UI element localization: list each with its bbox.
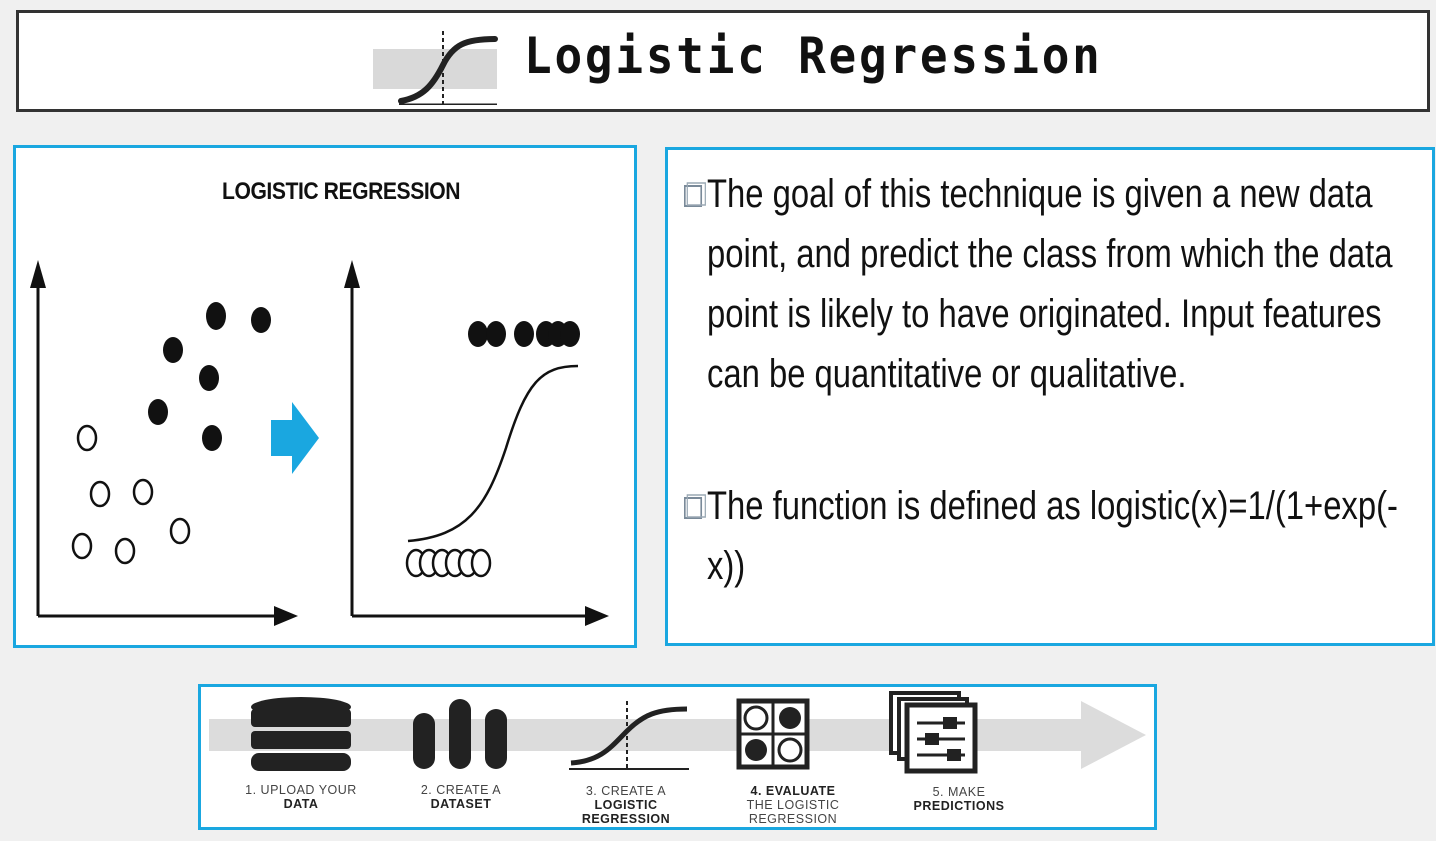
logistic-diagram — [30, 260, 609, 626]
right-y-arrow-icon — [344, 260, 360, 288]
step-2-label: 2. CREATE A DATASET — [420, 783, 502, 811]
left-y-arrow-icon — [30, 260, 46, 288]
description-panel: The goal of this technique is given a ne… — [665, 147, 1435, 646]
predicted-zero-points — [405, 548, 492, 578]
sigmoid-curve-icon — [373, 31, 498, 105]
title-banner: Logistic Regression — [16, 10, 1430, 112]
class-one-points — [148, 302, 271, 451]
right-x-arrow-icon — [585, 606, 609, 626]
step-5-label: 5. MAKE PREDICTIONS — [913, 785, 1005, 813]
page-title: Logistic Regression — [524, 27, 1103, 85]
database-icon — [251, 697, 351, 771]
description-text-1: The goal of this technique is given a ne… — [706, 172, 1393, 396]
workflow-panel: 1. UPLOAD YOUR DATA 2. CREATE A DATASET … — [198, 684, 1157, 830]
sliders-stack-icon — [889, 691, 978, 774]
step-3-label: 3. CREATE A LOGISTIC REGRESSION — [581, 784, 671, 826]
step-4-label: 4. EVALUATE THE LOGISTIC REGRESSION — [746, 784, 840, 826]
right-axes — [350, 273, 596, 618]
left-axes — [36, 273, 286, 618]
workflow-arrow-icon — [209, 701, 1146, 769]
predicted-one-points — [468, 321, 580, 347]
transform-arrow-icon — [271, 402, 319, 474]
description-bullet-2: The function is defined as logistic(x)=1… — [684, 476, 1436, 596]
step-1-label: 1. UPLOAD YOUR DATA — [245, 783, 357, 811]
description-text-2: The function is defined as logistic(x)=1… — [706, 484, 1398, 588]
class-zero-points — [71, 424, 191, 565]
description-bullet-1: The goal of this technique is given a ne… — [684, 164, 1436, 404]
diagram-title: LOGISTIC REGRESSION — [222, 178, 461, 205]
left-x-arrow-icon — [274, 606, 298, 626]
workflow-graphic — [209, 691, 1146, 774]
dataset-bars-icon — [413, 699, 507, 769]
checkbox-bullet-icon — [684, 182, 706, 207]
logistic-diagram-panel: LOGISTIC REGRESSION — [13, 145, 637, 648]
confusion-matrix-icon — [736, 698, 810, 770]
checkbox-bullet-icon — [684, 494, 706, 519]
sigmoid-curve — [407, 364, 579, 543]
sigmoid-step-icon — [569, 701, 689, 770]
